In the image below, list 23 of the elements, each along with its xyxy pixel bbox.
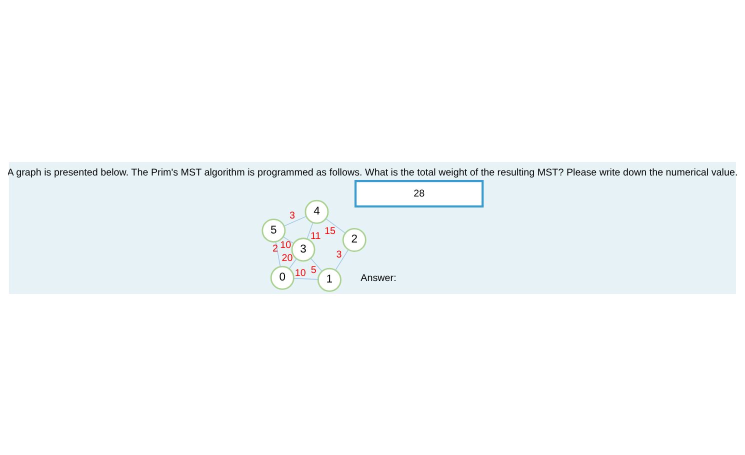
edge-label: 2 bbox=[272, 243, 278, 254]
edge-label: 3 bbox=[336, 248, 342, 260]
edge-label: 10 bbox=[294, 268, 306, 279]
connector bbox=[282, 236, 294, 244]
node-circle: 1 bbox=[317, 267, 342, 292]
edge-label: 5 bbox=[310, 264, 316, 276]
node-circle: 4 bbox=[304, 199, 329, 224]
connector bbox=[293, 278, 319, 280]
connector bbox=[284, 216, 306, 226]
label: 28 bbox=[414, 188, 425, 199]
connector bbox=[335, 248, 349, 270]
edge-label: 20 bbox=[282, 252, 293, 264]
connector bbox=[288, 258, 297, 268]
connector bbox=[275, 240, 281, 267]
edge-label: 15 bbox=[324, 225, 336, 236]
edge-label: 3 bbox=[290, 210, 296, 222]
label: Answer: bbox=[360, 272, 396, 284]
connector bbox=[310, 258, 322, 272]
node-circle: 5 bbox=[262, 218, 286, 242]
node-circle: 2 bbox=[342, 227, 366, 252]
node-circle: 0 bbox=[270, 265, 294, 290]
connector bbox=[326, 218, 346, 233]
connector bbox=[306, 222, 314, 239]
